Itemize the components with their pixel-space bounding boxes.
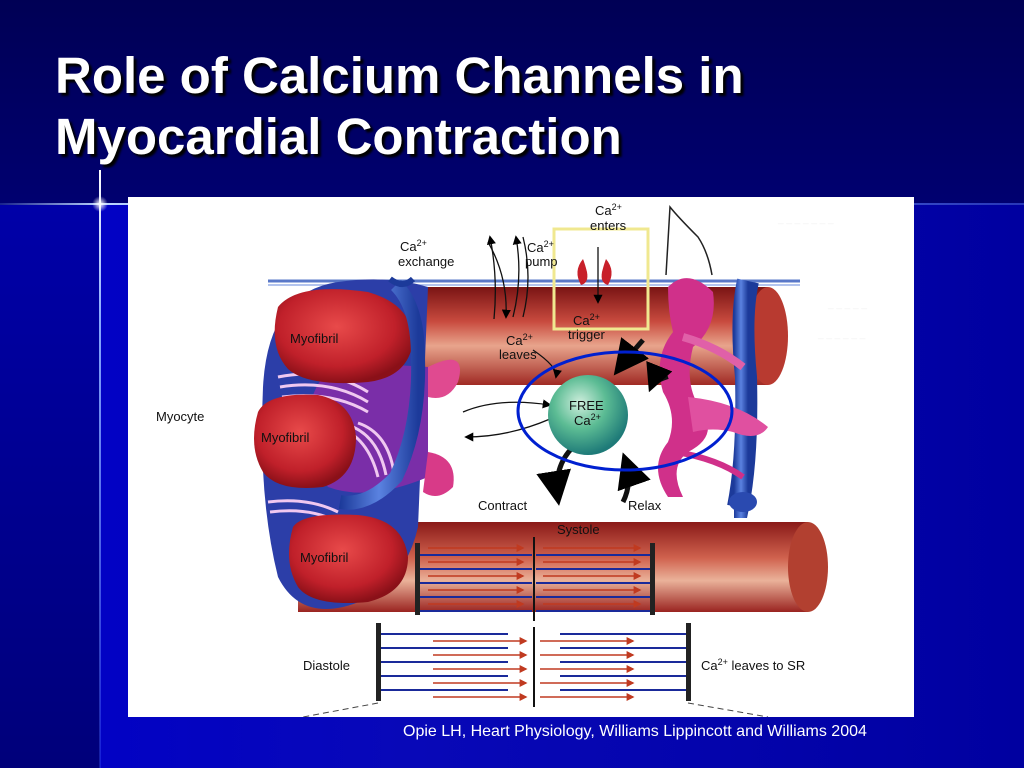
label-myofibril-2: Myofibril <box>261 430 310 445</box>
slide-left-band <box>0 205 100 768</box>
sr-blob-lower <box>423 452 454 496</box>
calcium-channel-right <box>601 259 612 285</box>
label-myofibril-3: Myofibril <box>300 550 349 565</box>
diastole-sarcomere <box>376 623 691 707</box>
myofibril-3-shape <box>289 514 408 603</box>
label-free: FREE <box>569 398 604 413</box>
sr-blob-left <box>428 359 460 398</box>
background-texture: _ _ _ _ _ _ _ _ _ _ _ _ _ _ _ _ _ _ <box>777 214 867 340</box>
citation: Opie LH, Heart Physiology, Williams Lipp… <box>403 723 867 740</box>
t-tubule-left <box>338 280 426 510</box>
sparkle-decoration <box>92 196 108 212</box>
label-free-ca: Ca2+ <box>574 412 601 428</box>
myofibril-arrow-out <box>464 418 551 442</box>
slide-title-line-1: Role of Calcium Channels in <box>55 47 744 104</box>
label-ca-trigger: Ca2+ trigger <box>568 308 606 342</box>
svg-text:_ _ _ _ _: _ _ _ _ _ <box>827 299 867 310</box>
label-systole: Systole <box>557 522 600 537</box>
calcium-channel-diagram: _ _ _ _ _ _ _ _ _ _ _ _ _ _ _ _ _ _ <box>128 197 914 717</box>
label-ca-enters: Ca2+ enters <box>590 198 627 233</box>
exchange-pump-arrows <box>486 235 529 320</box>
slide-title: Role of Calcium Channels in Myocardial C… <box>55 45 955 167</box>
action-potential-trace <box>665 205 713 276</box>
free-calcium-pool <box>548 375 628 455</box>
label-myofibril-1: Myofibril <box>290 331 339 346</box>
label-ca-leaves-sr: Ca2+ leaves to SR <box>701 657 805 673</box>
dashed-line-left <box>302 702 379 717</box>
sr-release-arrow <box>646 360 673 393</box>
label-myocyte: Myocyte <box>156 409 204 424</box>
trigger-arrow <box>613 337 649 376</box>
dashed-line-right <box>687 702 769 717</box>
myofibril-arrow-in <box>462 399 552 413</box>
slide-title-line-2: Myocardial Contraction <box>55 108 622 165</box>
svg-text:_ _ _ _ _ _: _ _ _ _ _ _ <box>817 329 866 340</box>
myofibril-1-shape <box>274 289 413 384</box>
label-ca-leaves: Ca2+ leaves <box>499 328 537 362</box>
leaves-arrow <box>532 349 562 379</box>
vertical-accent-line <box>99 170 101 768</box>
slide-header-background <box>0 0 1024 205</box>
label-ca-exchange: Ca2+ exchange <box>398 234 454 269</box>
label-contract: Contract <box>478 498 528 513</box>
svg-text:_ _ _ _ _ _ _: _ _ _ _ _ _ _ <box>777 214 834 225</box>
t-tubule-right <box>727 278 759 518</box>
myofibril-2-shape <box>254 394 356 488</box>
calcium-channel-left <box>577 259 588 285</box>
relax-arrow <box>617 452 651 504</box>
sarcoplasmic-reticulum <box>658 278 768 497</box>
highlight-box <box>552 227 650 331</box>
label-relax: Relax <box>628 498 662 513</box>
label-ca-pump: Ca2+ pump <box>525 235 558 269</box>
systole-sarcomere <box>415 537 655 621</box>
highlight-ellipse <box>516 350 734 472</box>
label-diastole: Diastole <box>303 658 350 673</box>
diagram-svg: _ _ _ _ _ _ _ _ _ _ _ _ _ _ _ _ _ _ <box>156 198 867 717</box>
lower-fiber-end <box>788 522 828 612</box>
contract-arrow <box>536 445 575 506</box>
upper-fiber-end <box>748 287 788 385</box>
